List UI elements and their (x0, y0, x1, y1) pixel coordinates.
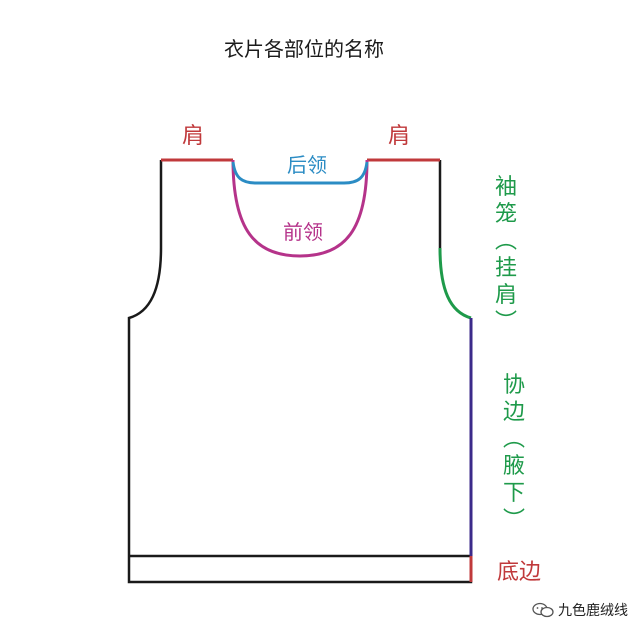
shoulder-left-label: 肩 (182, 124, 204, 149)
front-neck-label: 前领 (283, 220, 323, 244)
armhole-label-char: 笼 (495, 202, 517, 227)
armhole-label-char: 挂 (495, 256, 517, 281)
shoulder-right-label: 肩 (388, 124, 410, 149)
side-seam-label-char: 腋 (503, 454, 525, 479)
armhole-label-char: ︵ (495, 229, 517, 254)
side-seam-label-char: ︵ (503, 427, 525, 452)
side-seam-label-char: ︶ (503, 508, 525, 533)
watermark: 九色鹿绒线 (532, 600, 628, 620)
chat-bubble-icon (532, 602, 554, 618)
back-neck-label: 后领 (287, 153, 327, 177)
side-seam-label: 协边︵腋下︶ (503, 373, 525, 533)
watermark-text: 九色鹿绒线 (558, 603, 628, 619)
armhole-line (438, 247, 472, 320)
side-seam-label-char: 下 (503, 481, 525, 506)
side-seam-label-char: 协 (503, 373, 525, 398)
back-neck-line (231, 161, 369, 185)
armhole-label-char: 肩 (495, 283, 517, 308)
hem-label: 底边 (497, 560, 541, 585)
front-neck-line (231, 159, 369, 258)
armhole-label-char: 袖 (495, 175, 517, 200)
armhole-label: 袖笼︵挂肩︶ (495, 175, 517, 335)
diagram-title: 衣片各部位的名称 (224, 37, 384, 61)
armhole-label-char: ︶ (495, 310, 517, 335)
body-outline (127, 160, 473, 584)
side-seam-label-char: 边 (503, 400, 525, 425)
